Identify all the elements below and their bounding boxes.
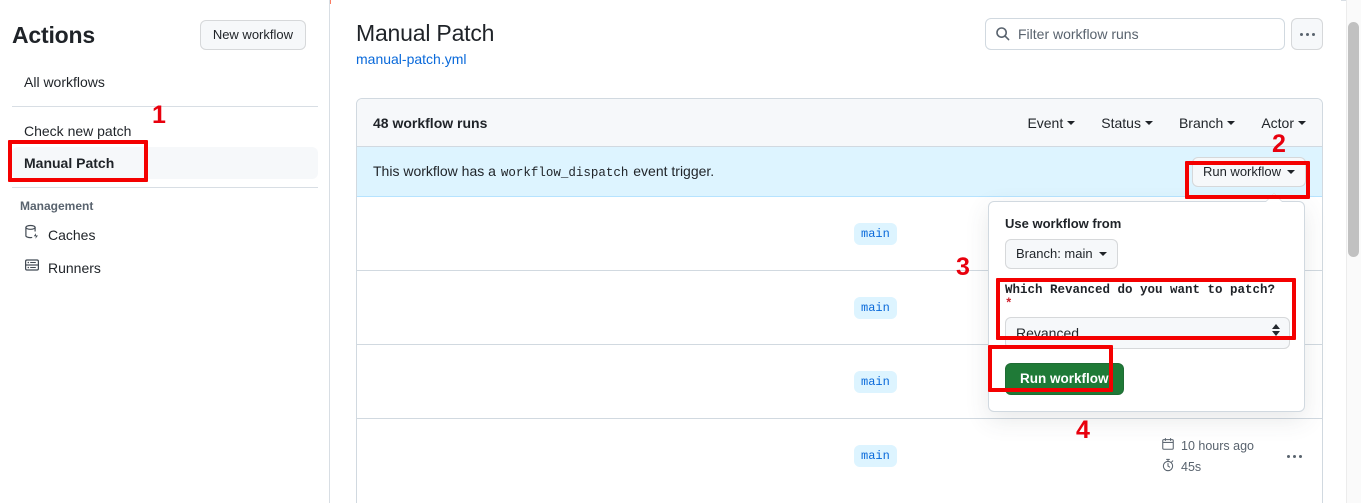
workflow-runs-header: 48 workflow runs Event Status Branch	[357, 99, 1322, 147]
stopwatch-icon	[1161, 458, 1175, 475]
sidebar-item-runners[interactable]: Runners	[12, 251, 318, 284]
page-scrollbar-thumb[interactable]	[1348, 22, 1359, 257]
revanced-input-label: Which Revanced do you want to patch? *	[1005, 283, 1288, 311]
filter-actor-label: Actor	[1261, 114, 1294, 131]
filter-event-label: Event	[1027, 114, 1064, 131]
sidebar-management-title: Management	[20, 199, 94, 213]
search-input[interactable]	[985, 18, 1285, 50]
sidebar-list: All workflows Check new patch Manual Pat…	[0, 66, 330, 284]
branch-badge: main	[854, 445, 897, 467]
branch-select-button[interactable]: Branch: main	[1005, 239, 1118, 269]
filter-workflow-runs	[985, 18, 1285, 50]
table-row[interactable]: main	[357, 271, 1322, 345]
sidebar-item-all-workflows[interactable]: All workflows	[24, 74, 105, 90]
sidebar-header: Actions New workflow	[0, 14, 330, 56]
branch-badge: main	[854, 296, 897, 319]
filter-status-label: Status	[1101, 114, 1141, 131]
sidebar-item-caches-label: Caches	[48, 226, 96, 243]
row-more-options-button[interactable]	[1287, 454, 1302, 458]
required-marker: *	[1005, 297, 1013, 311]
duration-line: 45s	[1161, 458, 1254, 475]
revanced-input-label-text: Which Revanced do you want to patch?	[1005, 283, 1276, 297]
use-workflow-from-label: Use workflow from	[1005, 216, 1122, 231]
more-options-button[interactable]	[1291, 18, 1323, 50]
sidebar-item-manual-patch[interactable]: Manual Patch	[12, 147, 318, 179]
workflow-file-link[interactable]: manual-patch.yml	[356, 51, 467, 67]
chevron-down-icon	[1287, 169, 1295, 174]
dispatch-banner-text: This workflow has a workflow_dispatch ev…	[373, 163, 714, 180]
table-row[interactable]: main 10 hours ago	[357, 419, 1322, 493]
page-title: Manual Patch	[356, 20, 495, 46]
filter-branch-label: Branch	[1178, 114, 1224, 131]
calendar-icon	[1161, 437, 1175, 454]
timestamp-line: 10 hours ago	[1161, 437, 1254, 454]
row-meta: 10 hours ago 45s	[1161, 437, 1254, 475]
dispatch-event-code: workflow_dispatch	[500, 166, 629, 180]
chevron-down-icon	[1144, 120, 1153, 125]
branch-badge: main	[854, 222, 897, 245]
chevron-down-icon	[1298, 120, 1306, 125]
run-workflow-dropdown-label: Run workflow	[1202, 163, 1281, 179]
sidebar-item-caches[interactable]: Caches	[12, 218, 318, 251]
dispatch-text-before: This workflow has a	[373, 163, 496, 179]
workflow-runs-count: 48 workflow runs	[373, 114, 488, 131]
filter-event[interactable]: Event	[1027, 114, 1076, 131]
workflow-dispatch-banner: This workflow has a workflow_dispatch ev…	[357, 147, 1322, 197]
filter-status[interactable]: Status	[1101, 115, 1153, 131]
run-workflow-submit-button[interactable]: Run workflow	[1005, 363, 1124, 395]
chevron-down-icon	[1227, 120, 1236, 125]
revanced-select-value: Revanced	[1016, 325, 1080, 341]
new-workflow-button[interactable]: New workflow	[199, 20, 306, 50]
chevron-down-icon	[1067, 120, 1076, 125]
branch-badge: main	[854, 370, 897, 393]
revanced-select-wrap: Revanced	[1005, 317, 1290, 349]
revanced-select[interactable]: Revanced	[1005, 317, 1290, 349]
runners-icon	[24, 257, 40, 278]
sidebar-divider-2	[12, 187, 318, 188]
kebab-icon	[1299, 32, 1315, 36]
workflow-runs-filters: Event Status Branch Actor	[1027, 115, 1306, 131]
chevron-down-icon	[1098, 252, 1107, 256]
table-row[interactable]: main	[357, 197, 1322, 271]
filter-actor[interactable]: Actor	[1261, 115, 1306, 131]
run-workflow-popup: Use workflow from Branch: main Which Rev…	[988, 201, 1305, 412]
branch-select-label: Branch: main	[1016, 246, 1093, 261]
sidebar: Actions New workflow All workflows Check…	[0, 0, 330, 503]
sidebar-item-check-new-patch[interactable]: Check new patch	[24, 123, 132, 139]
dispatch-text-after: event trigger.	[633, 163, 715, 179]
cache-icon	[24, 224, 40, 245]
timestamp-value: 10 hours ago	[1181, 438, 1254, 453]
sidebar-divider	[12, 106, 318, 107]
filter-branch[interactable]: Branch	[1178, 114, 1236, 131]
sidebar-title: Actions	[12, 21, 95, 48]
sidebar-item-runners-label: Runners	[48, 259, 101, 276]
duration-value: 45s	[1181, 459, 1202, 474]
run-workflow-dropdown-button[interactable]: Run workflow	[1191, 156, 1306, 187]
